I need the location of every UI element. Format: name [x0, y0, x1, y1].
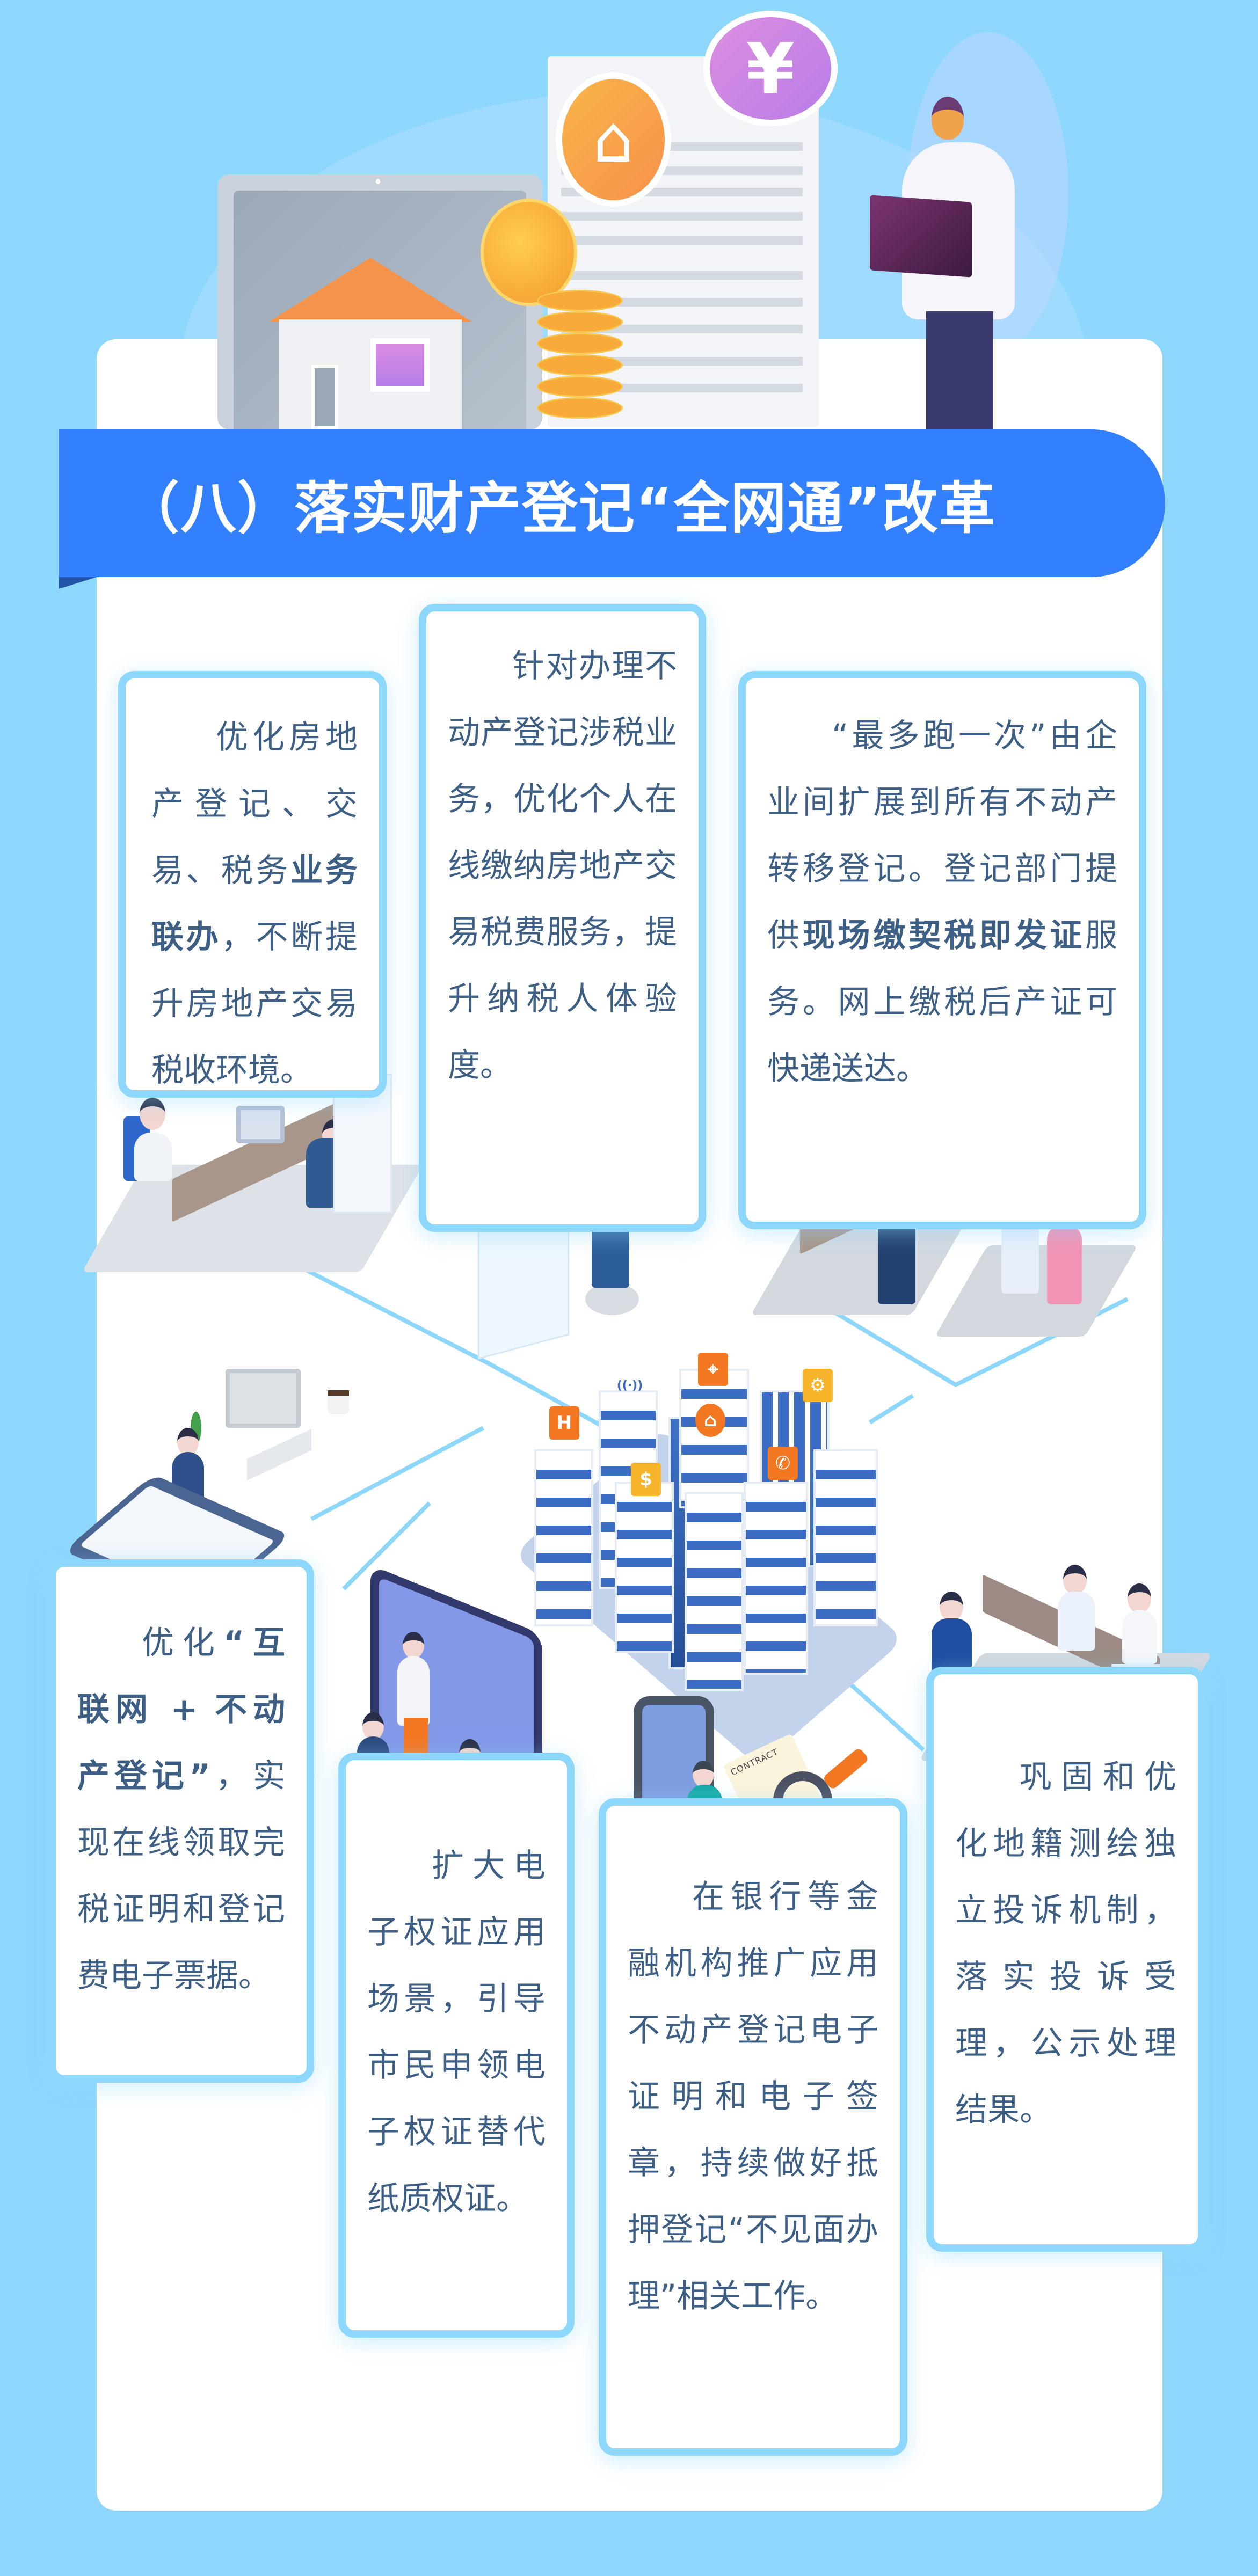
info-card-bank-e-signature: 在银行等金融机构推广应用不动产登记电子证明和电子签章，持续做好抵押登记“不见面办… — [599, 1798, 907, 2456]
card-highlight: 现场缴契税即发证 — [802, 917, 1086, 954]
info-card-tax-joint-handling: 优化房地产登记、交易、税务业务联办，不断提升房地产交易税收环境。 — [118, 671, 387, 1098]
hotel-icon: H — [549, 1406, 579, 1440]
card-text: 优化“互联网 + 不动产登记”，实现在线领取完税证明和登记费电子票据。 — [77, 1624, 286, 1995]
hero-illustration: ⌂ ¥ — [0, 0, 1258, 429]
info-card-internet-plus-registration: 优化“互联网 + 不动产登记”，实现在线领取完税证明和登记费电子票据。 — [48, 1559, 314, 2083]
gear-icon: ⚙ — [803, 1369, 833, 1402]
card-text: 针对办理不动产登记涉税业务，优化个人在线缴纳房地产交易税费服务，提升纳税人体验度… — [448, 647, 677, 1084]
house-icon: ⌂ — [556, 72, 671, 207]
info-card-run-at-most-once: “最多跑一次”由企业间扩展到所有不动产转移登记。登记部门提供现场缴契税即发证服务… — [738, 671, 1146, 1229]
card-text: 优化房地产登记、交易、税务业务联办，不断提升房地产交易税收环境。 — [151, 719, 358, 1089]
card-highlight: “互联网 + 不动产登记” — [77, 1624, 286, 1795]
house-illustration — [268, 258, 472, 429]
dollar-icon: $ — [631, 1463, 661, 1496]
card-text: 在银行等金融机构推广应用不动产登记电子证明和电子签章，持续做好抵押登记“不见面办… — [628, 1878, 878, 2315]
smart-city-illustration: H ⌖ ⌂ ⚙ $ ✆ ((·)) — [470, 1331, 953, 1767]
card-text: “最多跑一次”由企业间扩展到所有不动产转移登记。登记部门提供现场缴契税即发证服务… — [767, 717, 1118, 1088]
yen-icon: ¥ — [703, 11, 838, 126]
title-banner: （八）落实财产登记“全网通”改革 — [59, 429, 1165, 577]
banner-fold — [59, 577, 97, 589]
laptop-icon — [870, 195, 972, 278]
wifi-icon: ((·)) — [616, 1378, 643, 1392]
office-desk-scene — [82, 1074, 424, 1310]
location-pin-icon: ⌖ — [698, 1353, 728, 1386]
card-text: 扩大电子权证应用场景，引导市民申领电子权证替代纸质权证。 — [367, 1847, 546, 2217]
card-text: 巩固和优化地籍测绘独立投诉机制，落实投诉受理，公示处理结果。 — [955, 1758, 1176, 2129]
coin-stack-illustration — [537, 279, 623, 429]
info-card-cadastral-complaint: 巩固和优化地籍测绘独立投诉机制，落实投诉受理，公示处理结果。 — [926, 1667, 1205, 2252]
card-highlight: 业务联办 — [151, 852, 358, 956]
info-card-electronic-certificate: 扩大电子权证应用场景，引导市民申领电子权证替代纸质权证。 — [338, 1753, 575, 2338]
person-with-laptop-illustration — [870, 97, 1042, 429]
page-title: （八）落实财产登记“全网通”改革 — [123, 476, 996, 541]
info-card-online-tax-payment: 针对办理不动产登记涉税业务，优化个人在线缴纳房地产交易税费服务，提升纳税人体验度… — [419, 604, 706, 1232]
coin-icon — [481, 199, 577, 306]
home-icon: ⌂ — [695, 1404, 725, 1437]
phone-icon: ✆ — [768, 1447, 798, 1480]
